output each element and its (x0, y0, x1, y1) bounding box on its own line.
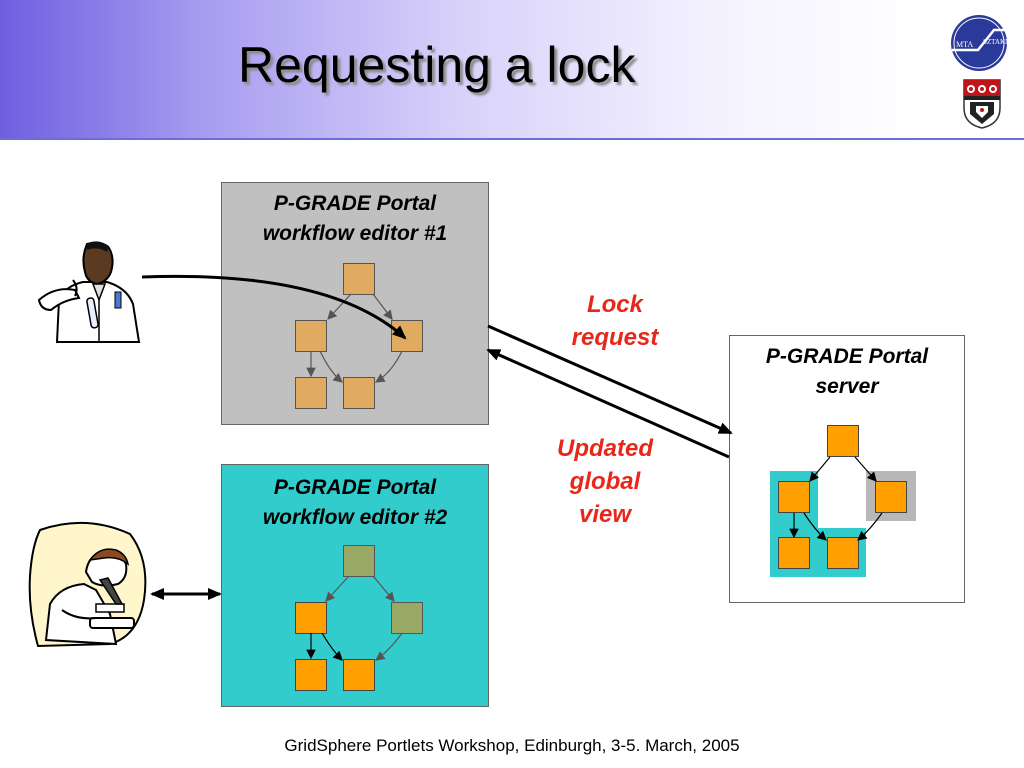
lock-request-label-line1: Lock (586, 291, 643, 318)
scientist-with-microscope-icon (28, 521, 147, 648)
editor-1-title-line1: P-GRADE Portal (273, 192, 437, 215)
editor-1-title: P-GRADE Portal workflow editor #1 (222, 189, 488, 249)
sztaki-text: SZTAKI (983, 38, 1008, 46)
workflow-node-left (778, 481, 810, 513)
university-crest-icon (963, 79, 1001, 129)
editor-2-title-line2: workflow editor #2 (262, 506, 448, 529)
user-1-edit-arrow (141, 274, 407, 340)
updated-view-label-line3: view (578, 501, 632, 528)
workflow-node-top (343, 545, 375, 577)
workflow-node-right (391, 602, 423, 634)
workflow-node-bottom-left (295, 377, 327, 409)
workflow-node-bottom-right (343, 659, 375, 691)
workflow-node-left (295, 320, 327, 352)
mta-text: MTA (956, 40, 973, 49)
server-title: P-GRADE Portal server (730, 342, 964, 402)
server-title-line2: server (815, 375, 879, 398)
workflow-node-right (391, 320, 423, 352)
editor-2-edges (306, 575, 403, 661)
title-divider (0, 138, 1024, 140)
server-title-line1: P-GRADE Portal (765, 345, 929, 368)
editor-1-edges (306, 293, 403, 383)
slide-footer: GridSphere Portlets Workshop, Edinburgh,… (284, 736, 740, 755)
updated-view-arrow (486, 348, 730, 459)
lock-request-label-line2: request (571, 324, 659, 351)
lock-request-label: Lock request (560, 288, 670, 354)
scientist-with-test-tube-icon (37, 241, 141, 343)
workflow-node-bottom-right (827, 537, 859, 569)
portal-server-box: P-GRADE Portal server (729, 335, 965, 603)
editor-2-title: P-GRADE Portal workflow editor #2 (222, 473, 488, 533)
editor-2-title-line1: P-GRADE Portal (273, 476, 437, 499)
lock-request-arrow (487, 324, 733, 435)
workflow-editor-2-box: P-GRADE Portal workflow editor #2 (221, 464, 489, 707)
updated-view-label-line1: Updated (557, 435, 653, 462)
workflow-node-right (875, 481, 907, 513)
slide-title: Requesting a lock (238, 37, 636, 93)
workflow-node-top (827, 425, 859, 457)
title-banner (0, 0, 1024, 138)
editor-1-title-line2: workflow editor #1 (262, 222, 448, 245)
server-edges (789, 456, 883, 541)
updated-view-label: Updated global view (545, 432, 665, 531)
workflow-node-bottom-right (343, 377, 375, 409)
workflow-node-top (343, 263, 375, 295)
updated-view-label-line2: global (569, 468, 641, 495)
workflow-node-bottom-left (295, 659, 327, 691)
mta-sztaki-logo: MTA SZTAKI (951, 15, 1008, 71)
workflow-editor-1-box: P-GRADE Portal workflow editor #1 (221, 182, 489, 425)
